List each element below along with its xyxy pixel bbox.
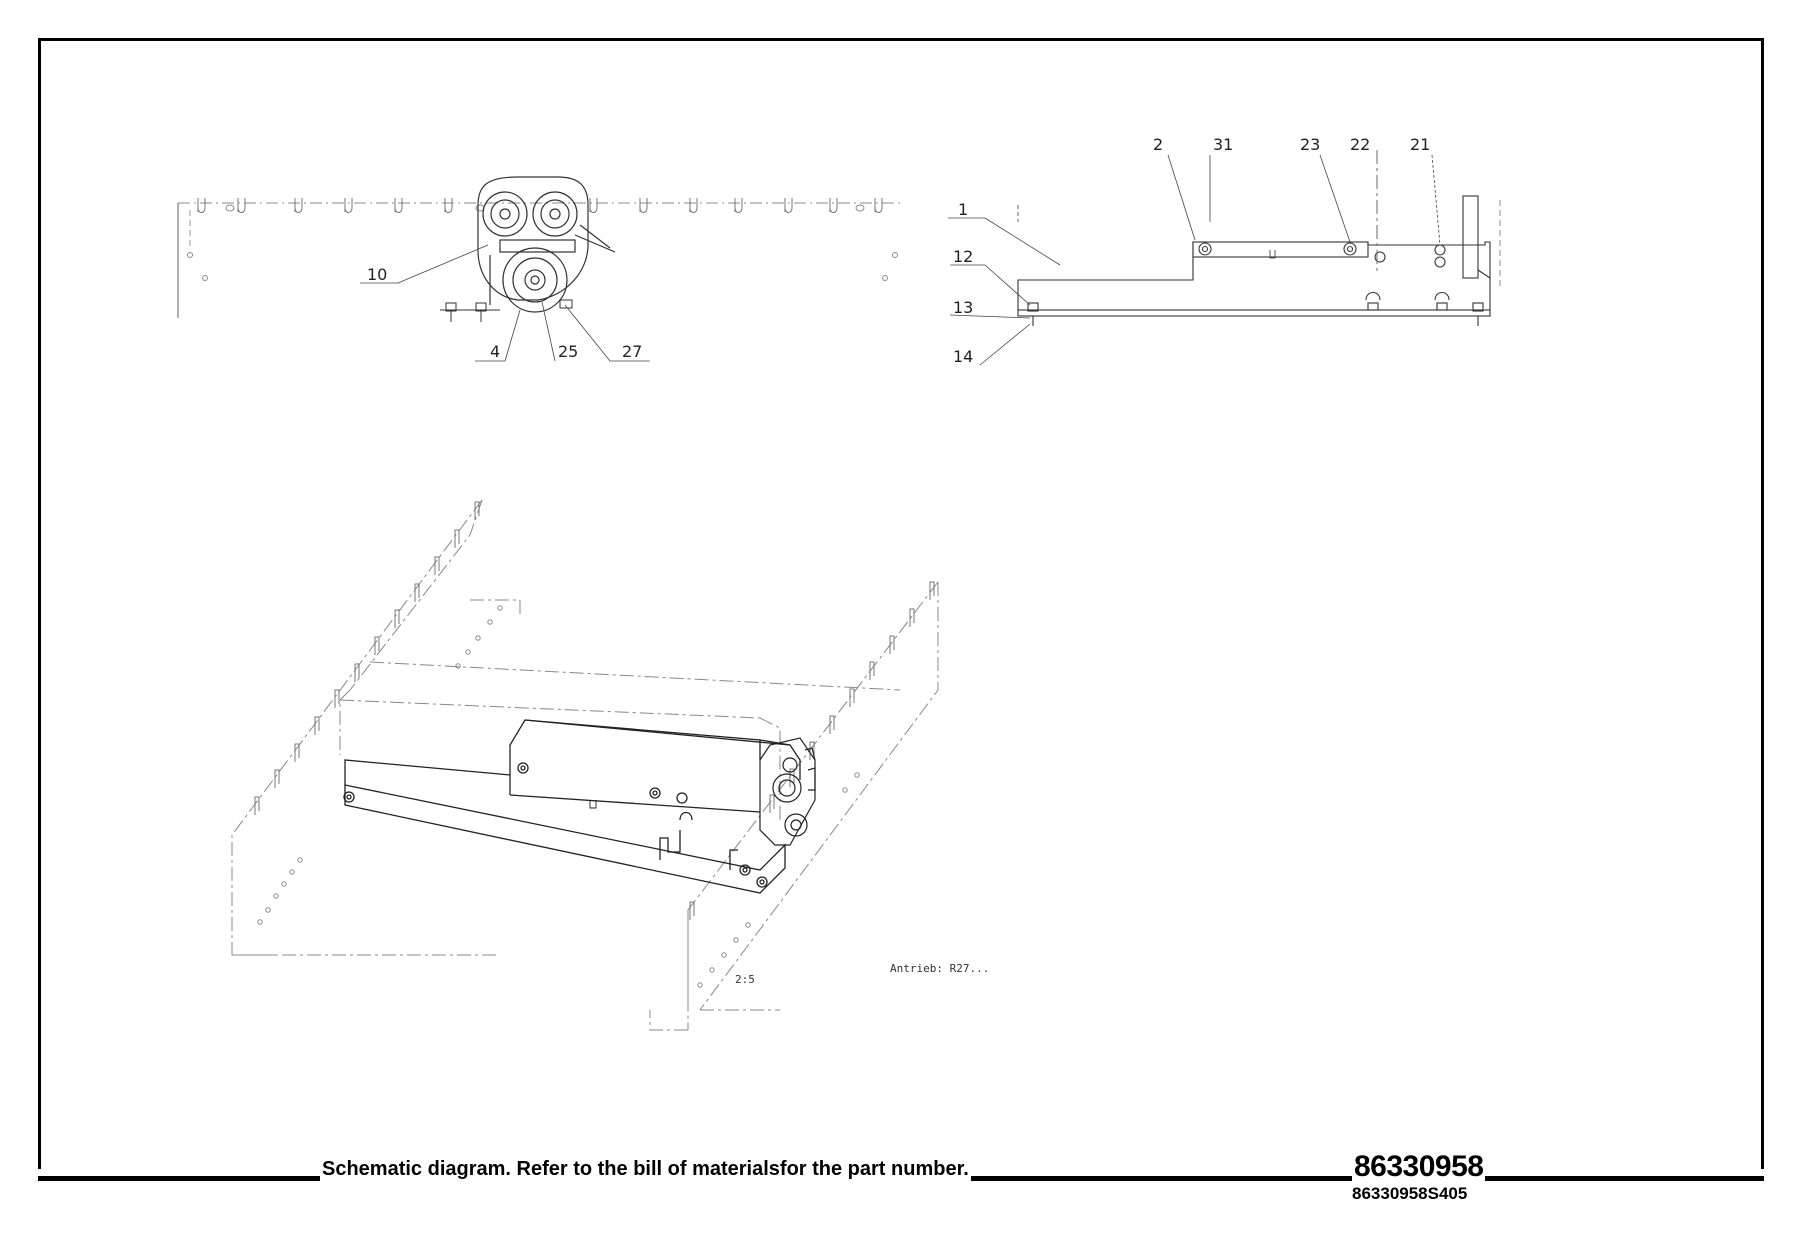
drawing-frame — [38, 38, 1764, 1169]
front-view — [177, 176, 900, 362]
drive-housing-front — [477, 176, 616, 313]
callout-25: 25 — [558, 342, 578, 361]
iso-drive-base — [343, 719, 801, 894]
front-leaders — [360, 244, 650, 362]
side-view — [948, 150, 1501, 366]
rail-tabs — [197, 198, 883, 213]
scale-label: 2:5 — [735, 973, 755, 986]
callout-4: 4 — [490, 342, 500, 361]
callout-14: 14 — [953, 347, 973, 366]
drive-note: Antrieb: R27... — [890, 962, 989, 975]
drawing-caption: Schematic diagram. Refer to the bill of … — [320, 1158, 971, 1181]
drawing-number: 86330958 — [1352, 1150, 1486, 1184]
callout-31: 31 — [1213, 135, 1233, 154]
callout-2: 2 — [1153, 135, 1163, 154]
callout-12: 12 — [953, 247, 973, 266]
iso-gear-housing — [759, 737, 816, 846]
callout-22: 22 — [1350, 135, 1370, 154]
side-bolts — [1027, 251, 1484, 326]
callout-1: 1 — [958, 200, 968, 219]
rail-holes — [187, 204, 898, 281]
iso-hole-rows — [257, 605, 860, 988]
iso-rail-tabs — [254, 501, 935, 920]
iso-left-rail — [231, 499, 901, 956]
callout-10: 10 — [367, 265, 387, 284]
iso-right-rail — [649, 581, 939, 1031]
base-bolts-front — [440, 299, 573, 322]
callout-23: 23 — [1300, 135, 1320, 154]
side-leaders — [948, 154, 1441, 366]
callout-21: 21 — [1410, 135, 1430, 154]
iso-view — [231, 499, 939, 1031]
sheet-id: 86330958S405 — [1352, 1184, 1468, 1203]
callout-13: 13 — [953, 298, 973, 317]
callout-27: 27 — [622, 342, 642, 361]
